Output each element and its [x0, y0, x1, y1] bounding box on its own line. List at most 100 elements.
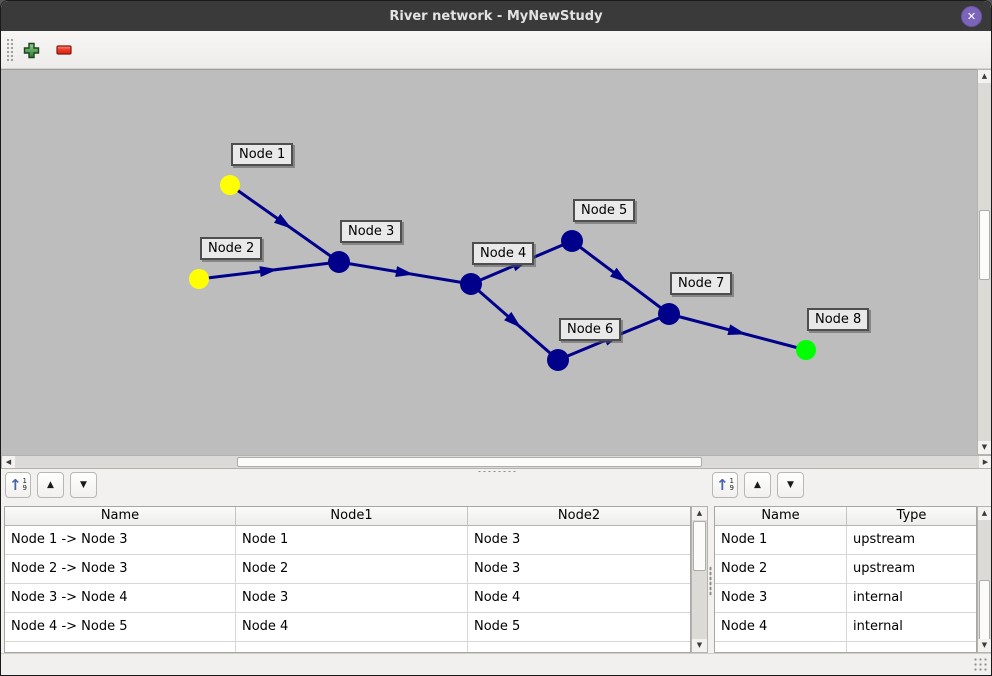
- toolbar-drag-handle[interactable]: [6, 38, 15, 62]
- node-upstream[interactable]: [220, 175, 240, 195]
- scroll-down-button[interactable]: ▼: [692, 639, 707, 652]
- table-cell: Node 1: [715, 526, 847, 555]
- node-downstream[interactable]: [796, 340, 816, 360]
- flow-direction-arrow: [727, 324, 747, 336]
- scroll-thumb[interactable]: [237, 457, 702, 467]
- down-arrow-icon: ▼: [80, 480, 87, 490]
- column-header[interactable]: Name: [5, 507, 236, 526]
- branches-sort-button[interactable]: ↑ 1 9: [5, 472, 31, 498]
- table-cell: Node 4 -> Node 5: [5, 613, 236, 642]
- column-header[interactable]: Type: [847, 507, 976, 526]
- resize-grip[interactable]: [973, 657, 988, 672]
- column-header[interactable]: Node2: [468, 507, 690, 526]
- node-label[interactable]: Node 3: [340, 220, 403, 243]
- flow-direction-arrow: [504, 311, 522, 328]
- table-row-empty: [5, 642, 690, 652]
- branches-move-down-button[interactable]: ▼: [70, 472, 97, 498]
- left-arrow-icon: ◀: [5, 457, 12, 466]
- vertical-splitter[interactable]: [709, 506, 713, 653]
- node-internal[interactable]: [547, 349, 569, 371]
- main-toolbar: [1, 31, 991, 69]
- node-label[interactable]: Node 4: [472, 242, 535, 265]
- scroll-right-button[interactable]: ▶: [979, 456, 991, 468]
- canvas-vscrollbar[interactable]: ▲ ▼: [977, 69, 991, 455]
- table-cell: upstream: [847, 526, 976, 555]
- scroll-up-button[interactable]: ▲: [978, 507, 991, 520]
- flow-direction-arrow: [610, 267, 628, 283]
- close-button[interactable]: ✕: [961, 6, 982, 27]
- up-arrow-icon: ▲: [696, 509, 703, 517]
- node-label[interactable]: Node 1: [231, 143, 294, 166]
- right-arrow-icon: ▶: [982, 457, 989, 466]
- nodes-sort-button[interactable]: ↑ 1 9: [712, 472, 738, 498]
- table-cell: Node 3 -> Node 4: [5, 584, 236, 613]
- table-cell: [715, 642, 847, 652]
- node-label[interactable]: Node 2: [200, 237, 263, 260]
- node-label[interactable]: Node 8: [807, 308, 870, 331]
- table-cell: internal: [847, 613, 976, 642]
- branches-move-up-button[interactable]: ▲: [37, 472, 64, 498]
- status-bar: [1, 653, 991, 675]
- scroll-down-button[interactable]: ▼: [978, 639, 991, 652]
- river-network-canvas[interactable]: Node 1 Node 2 Node 3 Node 4 Node 5 Node 6 Node…: [1, 69, 977, 455]
- table-cell: Node 2: [715, 555, 847, 584]
- nodes-vscrollbar[interactable]: ▲ ▼: [977, 506, 991, 653]
- scroll-down-button[interactable]: ▼: [978, 441, 991, 454]
- scroll-thumb[interactable]: [979, 210, 990, 280]
- scroll-thumb[interactable]: [979, 580, 990, 642]
- scroll-up-button[interactable]: ▲: [978, 70, 991, 83]
- table-cell: Node 4: [715, 613, 847, 642]
- node-internal[interactable]: [658, 303, 680, 325]
- node-internal[interactable]: [328, 251, 350, 273]
- titlebar[interactable]: River network - MyNewStudy ✕: [1, 1, 991, 31]
- up-arrow-icon: ▲: [754, 480, 761, 490]
- flow-direction-arrow: [273, 213, 292, 229]
- nodes-move-down-button[interactable]: ▼: [777, 472, 804, 498]
- splitter-grip: [477, 470, 517, 473]
- column-header[interactable]: Node1: [236, 507, 468, 526]
- scroll-up-button[interactable]: ▲: [692, 507, 707, 520]
- table-cell: Node 1: [236, 526, 468, 555]
- node-internal[interactable]: [460, 273, 482, 295]
- node-upstream[interactable]: [189, 269, 209, 289]
- add-node-button[interactable]: [19, 38, 43, 62]
- node-internal[interactable]: [561, 230, 583, 252]
- node-label[interactable]: Node 5: [573, 199, 636, 222]
- sort-icon: ↑ 1 9: [8, 476, 28, 494]
- remove-node-button[interactable]: [52, 38, 76, 62]
- node-label[interactable]: Node 6: [559, 318, 622, 341]
- branches-vscrollbar[interactable]: ▲ ▼: [691, 506, 708, 653]
- column-header[interactable]: Name: [715, 507, 847, 526]
- scroll-left-button[interactable]: ◀: [2, 456, 15, 468]
- splitter-grip: [709, 566, 712, 596]
- plus-icon: [23, 42, 39, 58]
- node-label[interactable]: Node 7: [670, 272, 733, 295]
- canvas-hscrollbar[interactable]: ◀ ▶: [1, 455, 991, 469]
- scroll-thumb[interactable]: [693, 521, 706, 571]
- table-cell: Node 1 -> Node 3: [5, 526, 236, 555]
- up-arrow-icon: ▲: [981, 509, 988, 517]
- horizontal-splitter[interactable]: [1, 469, 991, 473]
- table-cell: upstream: [847, 555, 976, 584]
- down-arrow-icon: ▼: [981, 443, 988, 451]
- nodes-move-up-button[interactable]: ▲: [744, 472, 771, 498]
- close-icon: ✕: [966, 10, 977, 23]
- table-cell: Node 2: [236, 555, 468, 584]
- table-cell: Node 5: [468, 613, 690, 642]
- up-arrow-icon: ▲: [981, 72, 988, 80]
- down-arrow-icon: ▼: [981, 641, 988, 649]
